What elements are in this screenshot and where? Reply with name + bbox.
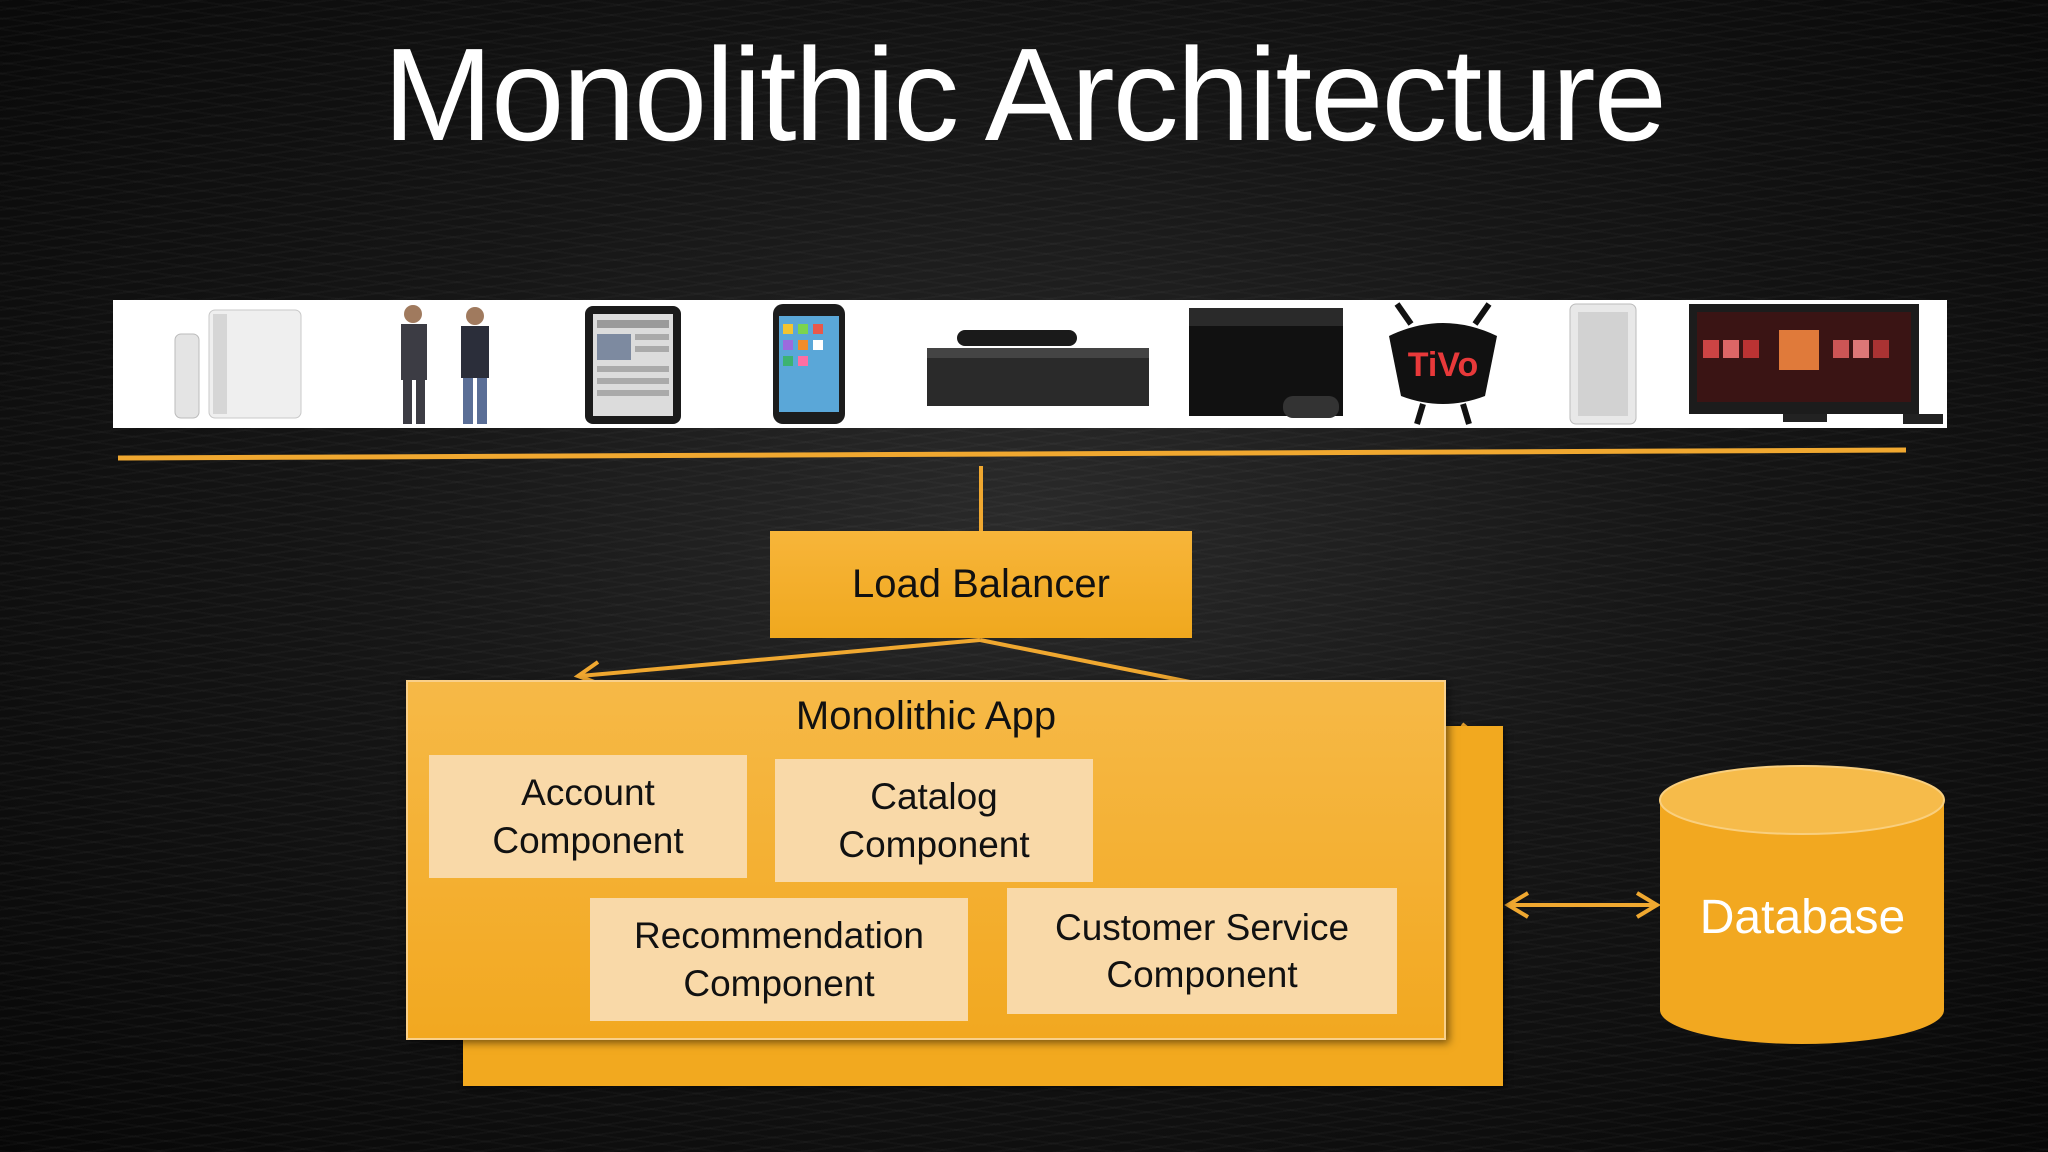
- recommendation-component-line2: Component: [683, 962, 875, 1004]
- smartphone-icon: [753, 300, 863, 428]
- customer-service-component-line1: Customer Service: [1054, 906, 1350, 948]
- lb-to-app-arrow: [579, 638, 981, 678]
- account-component-line2: Component: [492, 819, 684, 861]
- load-balancer-box: Load Balancer: [770, 531, 1192, 638]
- account-component-line1: Account: [521, 772, 655, 814]
- account-component: Account Component: [429, 755, 747, 878]
- customer-service-component: Customer Service Component: [1007, 888, 1397, 1014]
- catalog-component: Catalog Component: [775, 759, 1093, 882]
- database-label: Database: [1699, 891, 1906, 944]
- client-bus-line: [117, 447, 1907, 461]
- people-icon: [363, 300, 523, 428]
- svg-text:TiVo: TiVo: [1408, 346, 1479, 384]
- set-top-box-icon: [923, 300, 1153, 428]
- app-db-arrowhead-right: [1635, 891, 1661, 919]
- customer-service-component-line2: Component: [1106, 954, 1298, 995]
- recommendation-component-line1: Recommendation: [634, 915, 924, 957]
- slide-title: Monolithic Architecture: [383, 21, 1667, 168]
- smart-tv-icon: [1683, 300, 1947, 428]
- wii-console-icon: [153, 300, 333, 428]
- catalog-component-line2: Component: [838, 823, 1030, 865]
- app-db-arrowhead-left: [1504, 891, 1530, 919]
- catalog-component-line1: Catalog: [870, 776, 998, 818]
- tablet-icon: [563, 300, 703, 428]
- xbox-console-icon: [1548, 300, 1658, 428]
- tivo-logo-icon: TiVo: [1373, 300, 1513, 428]
- device-strip: TiVo: [113, 300, 1947, 428]
- game-console-icon: [1183, 300, 1353, 428]
- recommendation-component: Recommendation Component: [590, 898, 968, 1021]
- monolithic-app-title: Monolithic App: [795, 694, 1057, 738]
